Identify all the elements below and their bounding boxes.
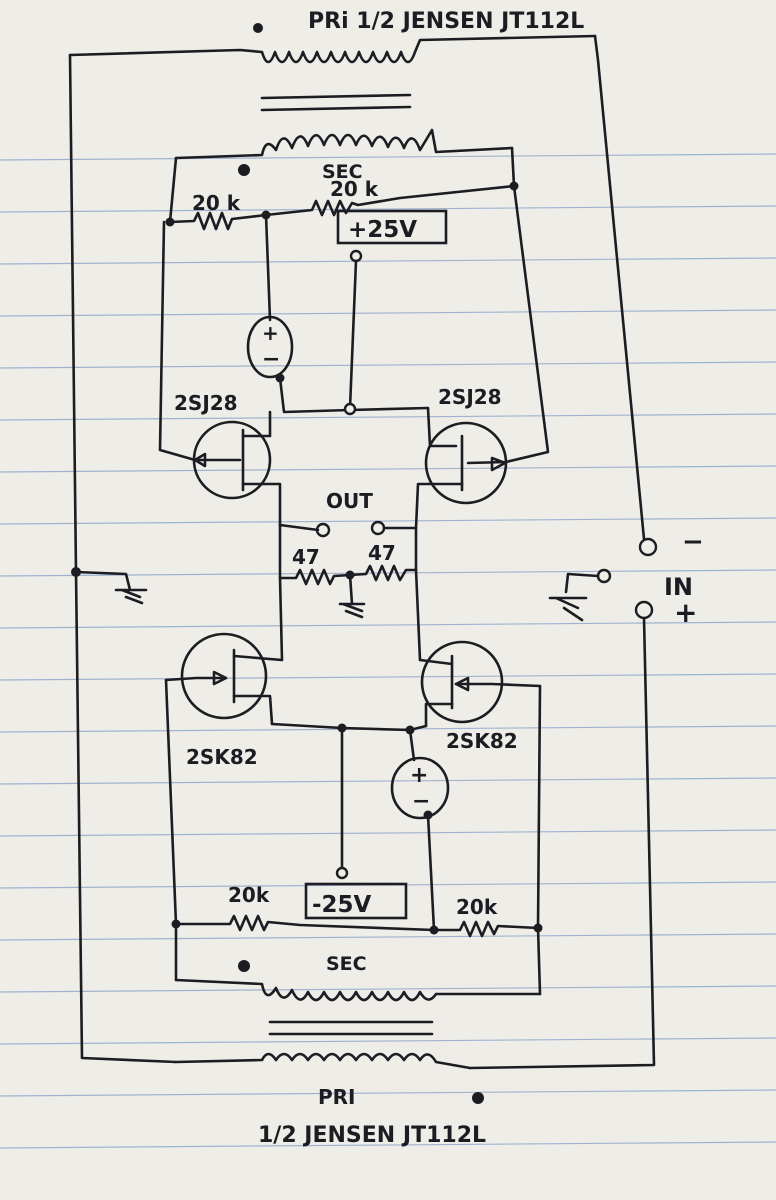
p-fet-right-label: 2SJ28: [438, 385, 502, 409]
input-ground-terminal: [596, 568, 612, 584]
top-sec-left-lead: [168, 156, 178, 224]
input-label: IN: [664, 573, 693, 601]
bottom-resistor-network: 20k 20k: [164, 678, 543, 996]
top-secondary-phase-dot: [238, 164, 250, 176]
resistor-bot-right: [432, 920, 540, 938]
output-label: OUT: [326, 489, 373, 513]
resistor-bot-left: [174, 914, 436, 932]
top-core-line-1: [260, 93, 412, 100]
top-bias-battery: + −: [246, 213, 430, 416]
output-ground: [338, 573, 366, 619]
resistor-out-right: [348, 526, 418, 582]
bottom-primary-coil: [174, 1052, 472, 1070]
n-fet-right-label: 2SK82: [446, 729, 518, 753]
ruled-lines: [0, 153, 776, 1149]
left-ground: [71, 567, 148, 605]
resistor-bot-left-label: 20k: [228, 883, 270, 907]
top-secondary-label: SEC: [322, 161, 363, 183]
bottom-primary-label-1: PRI: [318, 1085, 356, 1109]
resistor-top-right-label: 20 k: [330, 177, 379, 201]
right-outer-wire-top: [593, 34, 646, 541]
bottom-primary-label-2: 1/2 JENSEN JT112L: [258, 1123, 486, 1148]
svg-text:−: −: [262, 347, 280, 372]
top-primary-coil: [68, 34, 597, 64]
n-fet-right: 2SK82: [418, 640, 542, 753]
top-transformer: PRi 1/2 JENSEN JT112L SEC: [68, 9, 597, 183]
bottom-secondary-label: SEC: [326, 953, 367, 975]
top-sec-right-lead: [510, 146, 516, 188]
input-section: − IN +: [548, 527, 704, 629]
resistor-out-right-label: 47: [368, 541, 396, 565]
resistor-top-left: [168, 211, 268, 231]
p-fet-left: 2SJ28: [158, 220, 282, 527]
bottom-primary-phase-dot: [472, 1092, 484, 1104]
top-primary-label: PRi 1/2 JENSEN JT112L: [308, 9, 584, 34]
svg-text:+: +: [262, 321, 279, 345]
p-fet-right: 2SJ28: [414, 184, 550, 530]
top-secondary-coil: [174, 128, 514, 160]
top-primary-phase-dot: [253, 23, 263, 33]
positive-supply-wire: [348, 259, 358, 410]
input-plus-terminal: [634, 600, 654, 620]
bottom-secondary-coil: [174, 978, 542, 1002]
top-resistor-network: 20 k 20 k: [165, 177, 519, 231]
svg-text:−: −: [412, 789, 430, 814]
right-outer-wire-bottom: [468, 616, 656, 1070]
negative-supply: -25V: [304, 882, 408, 920]
resistor-top-left-label: 20 k: [192, 191, 241, 215]
left-outer-wire: [68, 53, 178, 1064]
resistor-out-left: [278, 523, 352, 586]
resistor-bot-right-label: 20k: [456, 895, 498, 919]
svg-text:+: +: [410, 763, 428, 788]
bottom-bias-network: + −: [270, 722, 450, 932]
positive-supply-label: +25V: [348, 217, 417, 243]
input-minus-terminal: [638, 537, 658, 557]
n-fet-left: 2SK82: [164, 632, 284, 769]
resistor-top-right: [264, 184, 516, 217]
output-section: OUT 47 47: [278, 489, 422, 662]
top-core-line-2: [260, 105, 412, 112]
n-fet-left-label: 2SK82: [186, 745, 258, 769]
bottom-transformer: SEC PRI 1/2 JENSEN JT112L: [174, 953, 542, 1148]
bottom-secondary-phase-dot: [238, 960, 250, 972]
positive-supply: +25V: [336, 209, 448, 410]
resistor-out-left-label: 47: [292, 545, 320, 569]
input-plus-label: +: [674, 596, 697, 629]
output-terminal-right: [370, 520, 386, 536]
negative-supply-label: -25V: [312, 892, 372, 918]
p-fet-left-label: 2SJ28: [174, 391, 238, 415]
input-minus-label: −: [682, 527, 704, 557]
